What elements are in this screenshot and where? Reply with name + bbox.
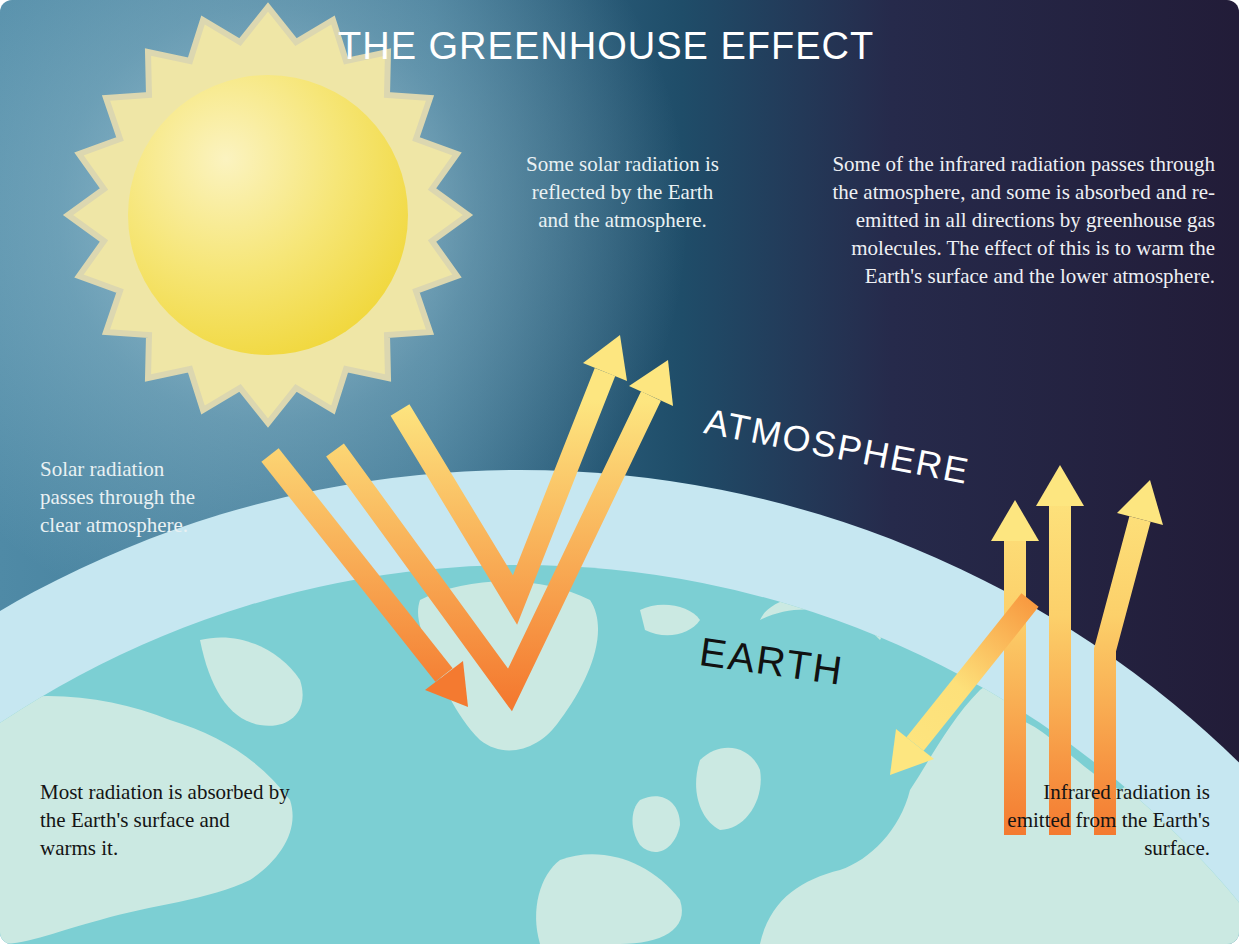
reflected-arrow xyxy=(400,372,605,600)
re-emitted-arrow xyxy=(915,600,1030,744)
note: Some of the infrared radiation passes th… xyxy=(832,150,1215,290)
arrowhead xyxy=(890,729,934,775)
sun-disc xyxy=(128,75,408,355)
note: Infrared radiation is emitted from the E… xyxy=(1000,778,1210,862)
sun xyxy=(68,7,468,423)
arrowhead xyxy=(583,335,627,381)
title: THE GREENHOUSE EFFECT xyxy=(338,24,874,68)
sun-rays xyxy=(68,7,468,423)
arrowhead xyxy=(425,661,468,707)
infrared-arrow xyxy=(1004,540,1026,835)
infrared-arrows xyxy=(890,465,1163,835)
note: Most radiation is absorbed by the Earth'… xyxy=(40,778,290,862)
arrowhead xyxy=(629,360,673,406)
arrowhead xyxy=(1036,465,1084,506)
note: Solar radiation passes through the clear… xyxy=(40,455,210,539)
note: Some solar radiation is reflected by the… xyxy=(520,150,725,234)
arrowhead xyxy=(991,500,1039,541)
atmosphere-band xyxy=(0,470,1239,944)
arrowhead xyxy=(1117,480,1163,525)
solar-arrows xyxy=(270,335,673,707)
